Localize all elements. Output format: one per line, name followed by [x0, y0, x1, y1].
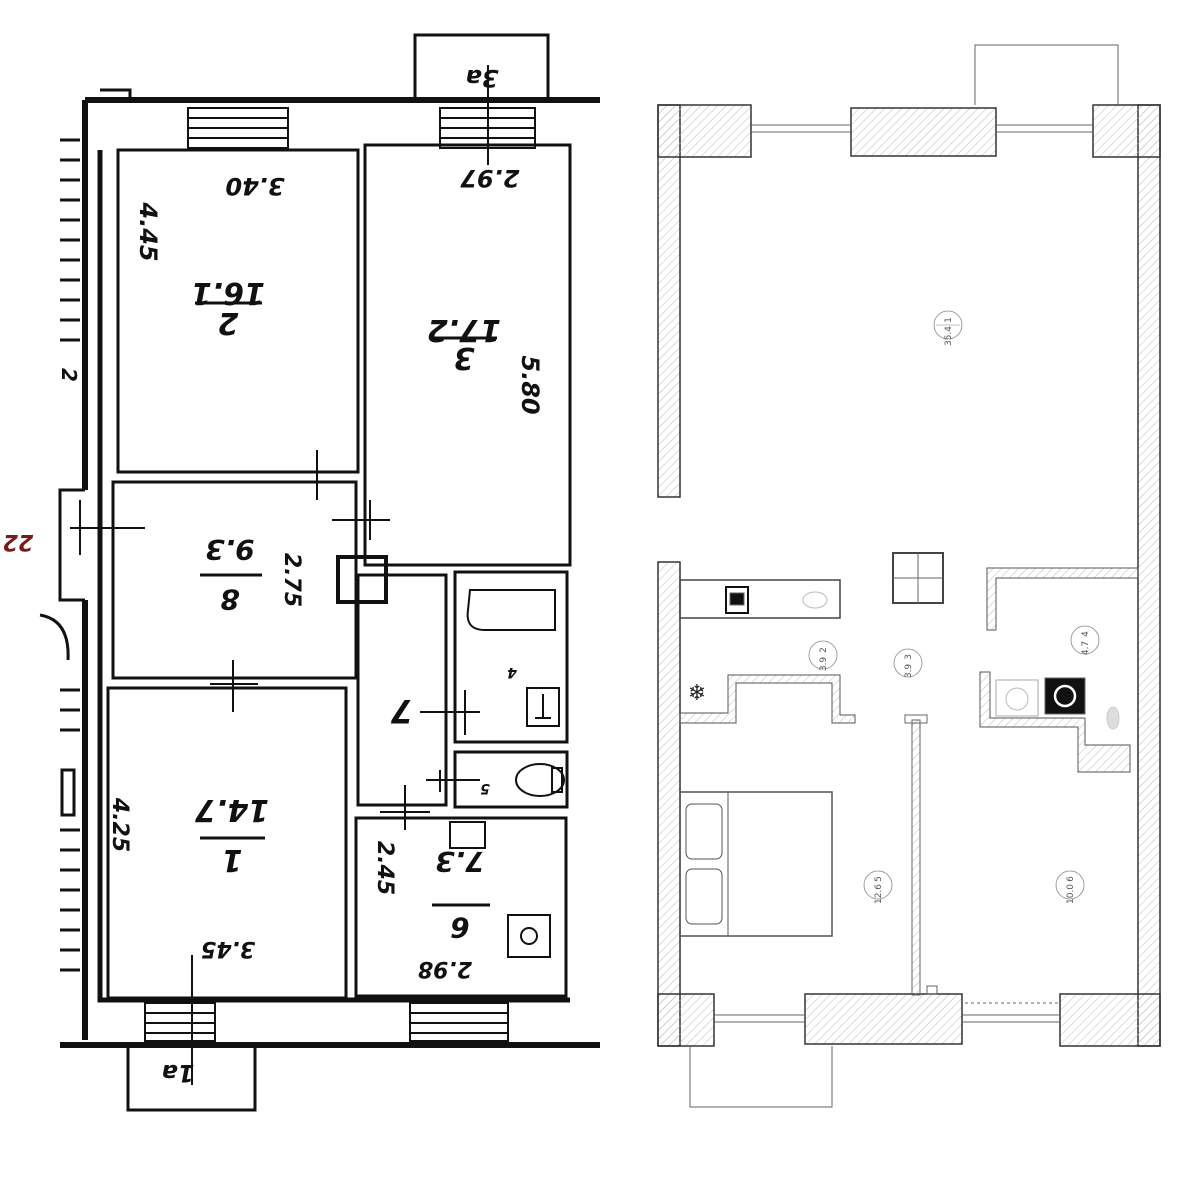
- room-4-number: 4: [507, 664, 518, 680]
- after-room-2-area: 3.9: [819, 657, 829, 672]
- after-room-3-area: 3.9: [904, 664, 914, 679]
- after-room-2-number: 2: [819, 647, 829, 653]
- room-2-dim-b: 4.45: [134, 201, 162, 261]
- after-room-6-number: 6: [1066, 876, 1076, 882]
- room-3-number: 3: [454, 340, 475, 375]
- room-6-dim-b: 2.45: [372, 841, 397, 895]
- after-room-3-number: 3: [904, 654, 914, 660]
- left-edge-number: 22: [3, 529, 34, 554]
- room-6-area: 7.3: [435, 845, 485, 878]
- room-1-dim-a: 3.45: [201, 936, 255, 961]
- room-7-number: 7: [390, 692, 413, 730]
- original-floor-plan: 3.40 4.45 16.1 2 2.97 5.80 17.2 3 9.3 8 …: [3, 33, 600, 1112]
- room-8-dim-b: 2.75: [279, 553, 304, 607]
- room-3-dim-a: 2.97: [460, 164, 520, 192]
- left-edge-mark: 2: [57, 368, 81, 382]
- after-room-4-area: 4.7: [1081, 641, 1091, 655]
- room-6-dim-a: 2.98: [418, 956, 472, 981]
- after-room-6-area: 10.0: [1066, 884, 1076, 904]
- balcony-bottom-label: 1a: [162, 1059, 195, 1087]
- after-room-1-number: 1: [944, 317, 954, 323]
- room-2-number: 2: [218, 305, 239, 340]
- redesigned-floor-plan: ❄ 1 35.4 2 3.9 3 3.9 4 4.7 5 12.6 6 10.0: [657, 44, 1161, 1108]
- room-3-dim-b: 5.80: [516, 355, 544, 414]
- snowflake-icon: ❄: [688, 681, 706, 706]
- after-room-4-number: 4: [1081, 631, 1091, 637]
- room-3-area: 17.2: [427, 312, 501, 347]
- room-5-number: 5: [480, 780, 490, 796]
- room-8-number: 8: [220, 583, 239, 616]
- room-8-area: 9.3: [205, 533, 255, 566]
- room-2-dim-a: 3.40: [225, 172, 284, 200]
- after-room-1-area: 35.4: [944, 326, 954, 346]
- room-6-number: 6: [450, 911, 469, 944]
- room-1-area: 14.7: [195, 792, 269, 827]
- after-room-5-area: 12.6: [874, 884, 884, 904]
- room-2-area: 16.1: [191, 275, 265, 310]
- balcony-top-label: 3a: [466, 64, 499, 92]
- room-1-dim-b: 4.25: [107, 797, 132, 852]
- after-room-5-number: 5: [874, 876, 884, 882]
- room-1-number: 1: [222, 842, 243, 877]
